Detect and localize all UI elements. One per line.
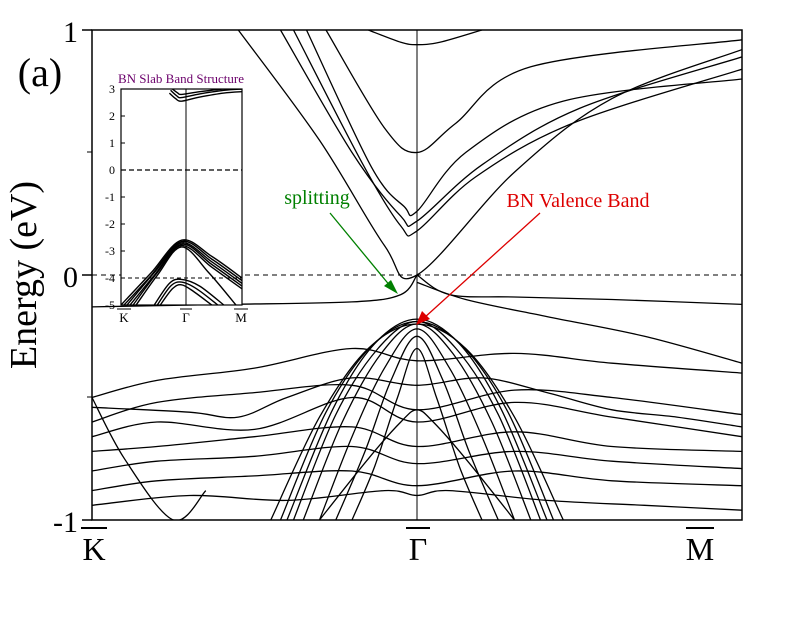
main-background-band-0 [92,347,742,399]
panel-label: (a) [18,50,62,95]
main-ytick-1: 1 [63,16,78,49]
inset-ytick-label-6: -3 [105,244,115,258]
main-ylabel: Energy (eV) [3,181,45,369]
inset-xtick-m: M [235,310,247,325]
main-background-band-5 [92,470,742,492]
main-background-band-3 [92,426,742,453]
bn-valence-arrow-shaft [423,212,541,319]
main-conduction_cone-band-4 [325,30,742,154]
splitting-arrow-shaft [329,212,392,288]
inset-ytick-label-1: 2 [109,109,115,123]
main-xtick-m: M [686,531,714,567]
main-conduction_cone-band-1 [279,30,742,227]
main-xtick-gamma: Γ [409,531,428,567]
inset-lower-band-1 [156,281,219,305]
main-dirac_valence-band-2 [416,281,742,364]
inset-ytick-label-7: -4 [105,271,115,285]
main-background-band-1 [92,384,742,423]
main-conduction_cone-band-0 [237,30,742,280]
inset-y-ticks: 3 2 1 0 -1 -2 -3 -4 -5 [105,82,125,312]
inset-valence_fan-band-0 [121,239,242,305]
inset-valence_fan-band-2 [126,242,242,305]
main-ytick-neg1: -1 [53,506,78,539]
main-conduction_cone-band-2 [292,30,742,237]
splitting-annotation: splitting [284,187,350,209]
inset-ytick-label-4: -1 [105,190,115,204]
inset-lower-band-2 [159,283,213,305]
inset-valence_fan-band-3 [129,243,242,305]
inset-conduction-band-2 [171,89,242,96]
inset-conduction-band-0 [168,91,242,102]
inset-ytick-label-2: 1 [109,136,115,150]
inset-ytick-label-3: 0 [109,163,115,177]
inset-ytick-label-8: -5 [105,298,115,312]
inset-valence_fan-band-1 [123,240,242,305]
main-background-band-4 [92,445,742,472]
inset-conduction-band-1 [170,89,242,99]
inset-bands-group [121,89,242,305]
inset-valence_fan-band-5 [135,246,237,305]
bn-valence-annotation: BN Valence Band [507,190,650,212]
inset-title: BN Slab Band Structure [118,71,244,86]
inset-ytick-label-0: 3 [109,82,115,96]
main-xtick-k: K [82,531,105,567]
inset-xtick-gamma: Γ [182,310,190,325]
main-background-band-2 [92,396,742,438]
main-ytick-0: 0 [63,261,78,294]
inset-lower-band-0 [153,278,225,305]
bn-valence-arrow-head [416,311,430,325]
main-conduction_cone-band-3 [305,30,742,217]
main-background-band-6 [92,397,207,520]
inset-ytick-label-5: -2 [105,217,115,231]
splitting-arrow-head [384,280,398,294]
inset-valence_fan-band-4 [132,244,242,305]
inset-xtick-k: K [119,310,129,325]
